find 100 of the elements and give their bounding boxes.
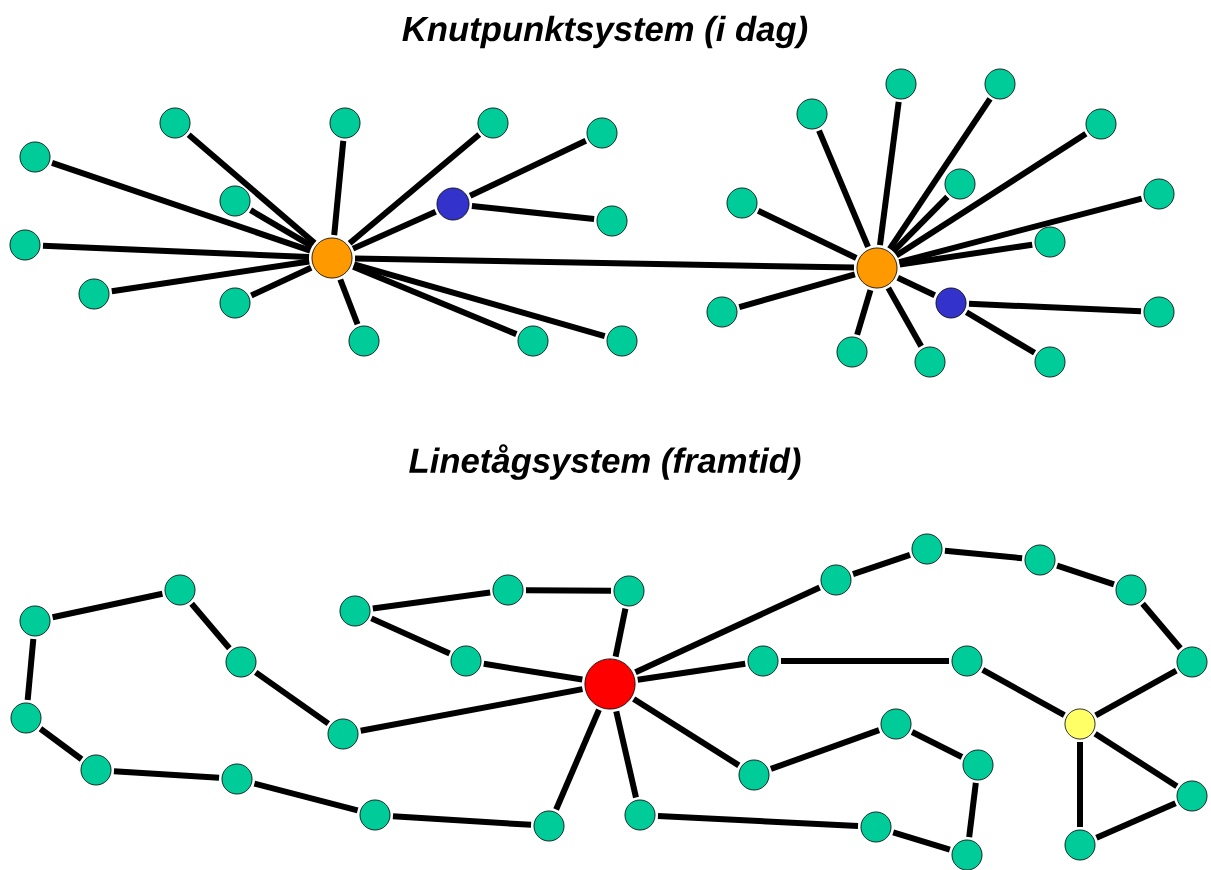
station-circle [221,763,253,795]
line [113,768,220,781]
station-circle [164,574,196,606]
station-circle [944,168,976,200]
line [1095,800,1177,841]
line [964,309,1037,356]
station-circle [984,68,1016,100]
station-circle [9,229,41,261]
station-circle [914,346,946,378]
station-circle [327,718,359,750]
station-circle [329,107,361,139]
station-circle [613,575,645,607]
transfer-circle [436,187,470,221]
station-circle [911,533,943,565]
line [877,101,902,246]
line [852,551,911,578]
line [637,660,746,683]
station-circle [339,595,371,627]
line [891,194,950,254]
line [51,159,312,254]
line [896,275,937,299]
line [738,271,856,310]
station-circle [836,336,868,368]
station-circle [450,645,482,677]
station-circle [586,117,618,149]
station-circle [624,799,656,831]
line [756,208,858,261]
station-circle [19,141,51,173]
line [553,708,602,811]
line [1056,562,1115,588]
line [42,242,310,260]
line [468,138,588,199]
station-circle [1176,646,1208,678]
station-circle [880,708,912,740]
station-circle [747,645,779,677]
station-circle [951,645,983,677]
station-circle [219,287,251,319]
line [111,258,310,295]
station-circle [1034,226,1066,258]
line [968,300,1142,315]
line [892,829,951,853]
station-circle [1085,108,1117,140]
line [250,264,313,299]
station-circle [885,68,917,100]
station-circle [225,646,257,678]
line [613,710,639,799]
station-circle [1176,780,1208,812]
line [249,207,314,249]
station-circle [78,278,110,310]
line [1093,731,1179,789]
station-circle [951,839,983,870]
title: Linetågsystem (framtid) [409,444,801,480]
line [887,97,993,251]
station-circle [1064,829,1096,861]
station-circle [19,605,51,637]
station-circle [738,759,770,791]
station-circle [860,811,892,843]
station-circle [706,296,738,328]
line [372,589,491,612]
station-circle [492,574,524,606]
line [370,615,451,657]
line [981,667,1066,718]
station-circle [606,325,638,357]
hub-circle [311,237,353,279]
line [657,812,859,830]
line [253,669,331,727]
station-circle [596,205,628,237]
line [525,587,612,594]
line [353,261,606,339]
line [1094,668,1178,718]
line [392,813,532,828]
line [634,584,821,675]
station-circle [80,754,112,786]
station-circle [1024,544,1056,576]
transfer-circle [935,287,967,319]
station-circle [1115,574,1147,606]
line [352,264,518,337]
line [186,132,317,246]
station-circle [820,564,852,596]
line [632,696,741,768]
station-circle [726,187,758,219]
station-circle [533,810,565,842]
line [816,129,871,248]
line [351,209,437,252]
line [966,782,979,838]
line [1140,601,1183,651]
line [769,727,881,772]
line [483,660,583,683]
station-circle [962,749,994,781]
hub-circle [584,658,636,710]
station-circle [10,702,42,734]
line [189,601,232,651]
transfer-circle [1064,708,1096,740]
station-circle [348,325,380,357]
line [899,241,1033,268]
line [854,289,874,336]
station-circle [1143,178,1175,210]
line [471,203,595,223]
line [347,132,482,246]
line [253,780,359,814]
